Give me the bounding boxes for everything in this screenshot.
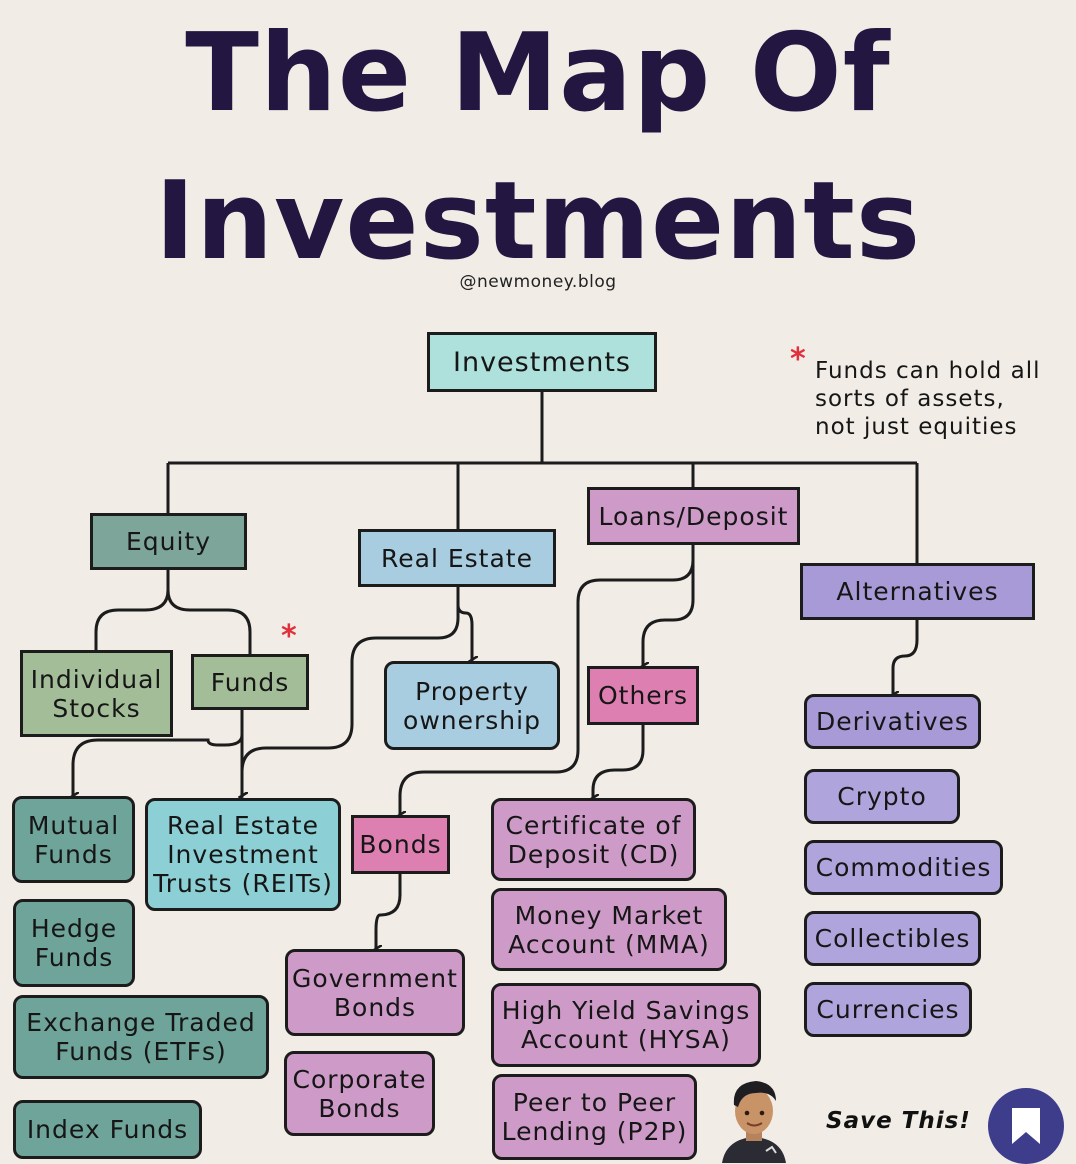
save-button[interactable] (988, 1088, 1064, 1164)
node-funds: Funds (191, 654, 309, 710)
node-commodities: Commodities (804, 840, 1003, 895)
funds-note: Funds can hold all sorts of assets, not … (815, 358, 1041, 440)
edge-realestate-property (456, 585, 472, 661)
edge-others-cd (593, 724, 645, 799)
node-real-estate: Real Estate (358, 529, 556, 587)
node-crypto: Crypto (804, 769, 960, 824)
node-etfs: Exchange Traded Funds (ETFs) (13, 995, 269, 1079)
node-others: Others (587, 666, 699, 725)
save-label: Save This! (826, 1108, 971, 1134)
funds-asterisk: * (281, 619, 297, 654)
node-mutual-funds: Mutual Funds (12, 796, 135, 883)
node-individual-stocks: Individual Stocks (20, 650, 173, 737)
node-hedge-funds: Hedge Funds (13, 899, 135, 987)
page-title: The Map Of Investments (0, 0, 1076, 296)
avatar-icon (722, 1081, 786, 1163)
edge-funds-mutual (73, 708, 244, 797)
node-p2p: Peer to Peer Lending (P2P) (492, 1074, 697, 1160)
node-equity: Equity (90, 513, 247, 570)
node-cd: Certificate of Deposit (CD) (491, 798, 696, 881)
edge-equity-split (94, 567, 170, 651)
edge-bonds-government (376, 872, 402, 950)
node-money-market: Money Market Account (MMA) (491, 888, 727, 971)
bookmark-icon (1012, 1108, 1040, 1144)
node-corporate-bonds: Corporate Bonds (284, 1051, 435, 1136)
title-line-1: The Map Of (185, 11, 891, 136)
node-currencies: Currencies (804, 982, 972, 1037)
title-line-2: Investments (154, 159, 922, 284)
node-property-ownership: Property ownership (384, 661, 560, 750)
author-handle: @newmoney.blog (459, 272, 617, 292)
edge-equity-funds (166, 589, 252, 655)
node-government-bonds: Government Bonds (285, 949, 465, 1036)
note-asterisk: * (790, 342, 806, 377)
edge-alternatives-derivatives (893, 618, 919, 696)
node-index-funds: Index Funds (13, 1100, 202, 1159)
node-bonds: Bonds (351, 815, 450, 874)
node-loans-deposit: Loans/Deposit (587, 487, 800, 545)
node-derivatives: Derivatives (804, 694, 981, 749)
node-hysa: High Yield Savings Account (HYSA) (491, 983, 761, 1067)
node-collectibles: Collectibles (804, 911, 981, 966)
edge-loans-bonds (400, 543, 695, 816)
edge-realestate-reits (242, 605, 460, 797)
node-investments: Investments (427, 332, 657, 392)
node-reits: Real Estate Investment Trusts (REITs) (145, 798, 341, 911)
edge-loans-others (643, 560, 695, 667)
node-alternatives: Alternatives (800, 563, 1035, 620)
